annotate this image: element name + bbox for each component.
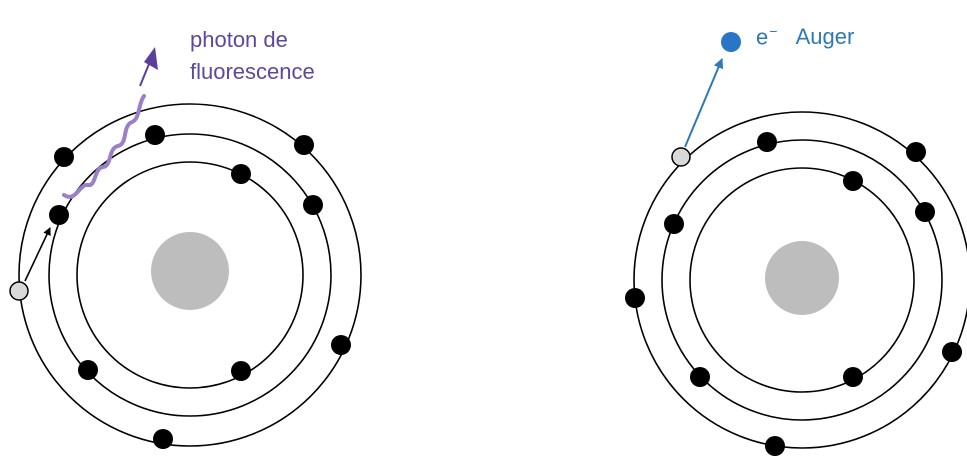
transition-arrow [25, 228, 50, 281]
right-electron [765, 436, 785, 456]
left-atom [10, 47, 361, 449]
fluorescence-photon-arrowhead [144, 47, 158, 70]
right-atom [625, 32, 967, 456]
right-electron [664, 214, 684, 234]
right-electron [942, 342, 962, 362]
left-electron [331, 335, 351, 355]
fluorescence-label-line1: photon de [190, 27, 288, 53]
right-electron [843, 367, 863, 387]
right-electron [757, 132, 777, 152]
auger-electron-label: e− Auger [756, 18, 854, 50]
auger-emission-arrow [685, 59, 722, 147]
left-vacancy [10, 282, 28, 300]
left-nucleus [151, 232, 229, 310]
fluorescence-label-line2: fluorescence [190, 59, 315, 85]
right-electron [906, 142, 926, 162]
left-electron [54, 147, 74, 167]
left-electron [78, 360, 98, 380]
left-electron [153, 429, 173, 449]
auger-label: Auger [796, 24, 855, 49]
left-electron [231, 361, 251, 381]
left-electron [145, 125, 165, 145]
left-electron [49, 205, 69, 225]
left-electron [231, 164, 251, 184]
right-electron [843, 171, 863, 191]
electron-symbol: e [756, 24, 768, 49]
left-electron [294, 135, 314, 155]
right-electron [690, 367, 710, 387]
right-vacancy [672, 148, 690, 166]
auger-electron [721, 32, 741, 52]
right-electron [625, 288, 645, 308]
right-nucleus [765, 241, 839, 315]
left-electron [303, 195, 323, 215]
electron-charge: − [769, 23, 777, 39]
right-electron [915, 202, 935, 222]
